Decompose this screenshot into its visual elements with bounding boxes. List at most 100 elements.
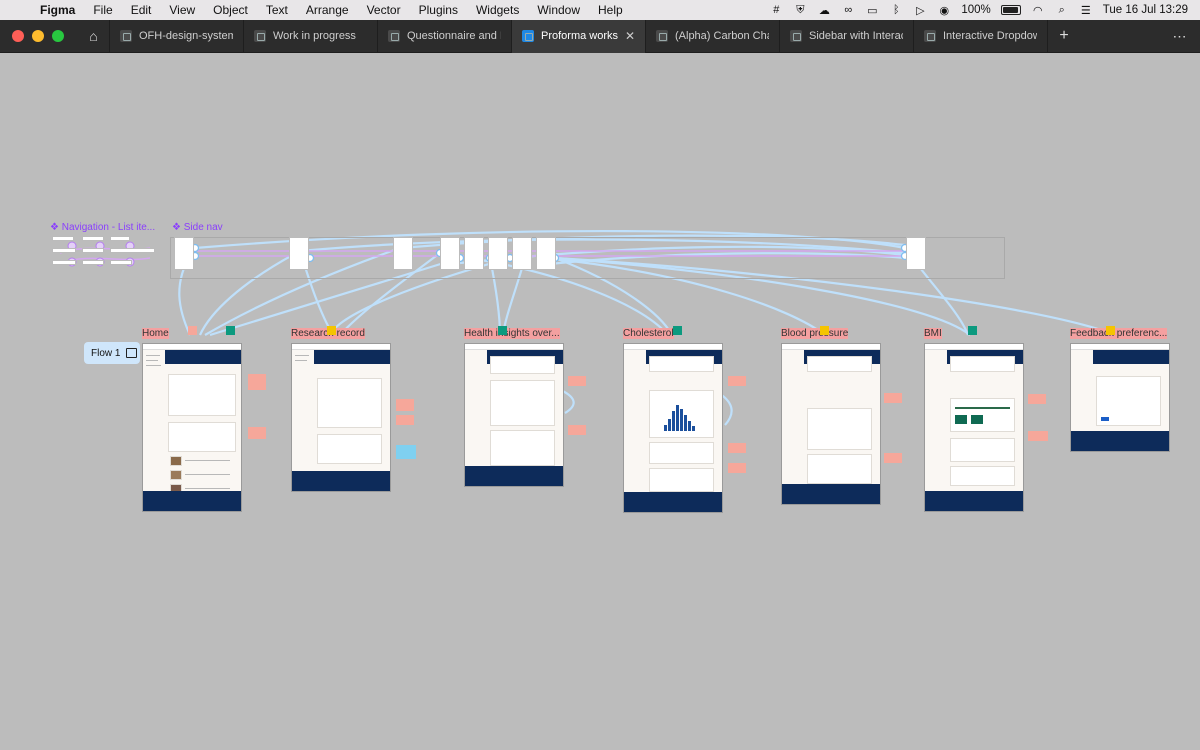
home-icon[interactable]: ⌂: [78, 19, 110, 53]
sticky-note[interactable]: [728, 463, 746, 473]
nav-list-item-component[interactable]: [82, 236, 104, 241]
flow-starting-point[interactable]: Flow 1: [84, 342, 140, 364]
status-marker[interactable]: [327, 326, 336, 335]
sticky-note[interactable]: [248, 427, 266, 439]
side-nav-variant[interactable]: [464, 237, 484, 270]
menu-window[interactable]: Window: [537, 3, 581, 17]
battery-icon[interactable]: [1000, 5, 1021, 15]
tab-interactive-dropdown[interactable]: Interactive Dropdow: [914, 19, 1048, 53]
more-options-icon[interactable]: ⋯: [1172, 27, 1188, 44]
sticky-note[interactable]: [884, 453, 902, 463]
nav-list-item-component[interactable]: [110, 248, 155, 253]
side-nav-variant[interactable]: [512, 237, 532, 270]
sticky-note[interactable]: [568, 425, 586, 435]
play-icon[interactable]: ▷: [916, 4, 925, 17]
frame-bmi[interactable]: [924, 343, 1024, 512]
frame-research-record[interactable]: [291, 343, 391, 492]
close-tab-icon[interactable]: ✕: [624, 29, 635, 43]
sticky-note[interactable]: [396, 415, 414, 425]
sticky-note[interactable]: [728, 443, 746, 453]
new-tab-plus-icon[interactable]: +: [1059, 27, 1069, 44]
close-window-button[interactable]: [12, 30, 24, 42]
status-marker[interactable]: [498, 326, 507, 335]
frame-label-bmi[interactable]: BMI: [924, 328, 942, 339]
comment-marker[interactable]: [188, 326, 197, 335]
component-label-side-nav[interactable]: ❖ Side nav: [172, 222, 223, 233]
status-marker[interactable]: [820, 326, 829, 335]
status-marker[interactable]: [226, 326, 235, 335]
play-flow-icon[interactable]: [126, 348, 138, 358]
sticky-note[interactable]: [568, 376, 586, 386]
frame-label-health-insights[interactable]: Health insights over...: [464, 328, 560, 339]
sticky-note[interactable]: [396, 445, 416, 459]
menu-vector[interactable]: Vector: [366, 3, 401, 17]
file-icon: [254, 30, 266, 42]
side-nav-variant[interactable]: [906, 237, 926, 270]
nav-list-item-component[interactable]: [52, 248, 76, 253]
link-icon[interactable]: ∞: [844, 4, 853, 16]
shield-icon[interactable]: ⛨: [796, 3, 805, 16]
side-nav-variant[interactable]: [440, 237, 460, 270]
nav-list-item-component[interactable]: [110, 236, 130, 241]
side-nav-variant[interactable]: [174, 237, 194, 270]
zoom-window-button[interactable]: [52, 30, 64, 42]
menu-edit[interactable]: Edit: [130, 3, 152, 17]
sticky-note[interactable]: [248, 374, 266, 390]
side-nav-variants-frame[interactable]: [170, 237, 1005, 279]
side-nav-variant[interactable]: [393, 237, 413, 270]
design-canvas[interactable]: ❖ Navigation - List ite... ❖ Side nav Fl…: [0, 53, 1200, 750]
status-marker[interactable]: [673, 326, 682, 335]
user-icon[interactable]: ◉: [939, 4, 950, 17]
wifi-icon[interactable]: ◠: [1032, 4, 1043, 17]
nav-list-item-component[interactable]: [52, 260, 76, 265]
menu-file[interactable]: File: [93, 3, 113, 17]
file-icon: [924, 30, 936, 42]
tab-proforma-workshop[interactable]: Proforma workshop✕: [512, 19, 646, 53]
nav-list-item-component[interactable]: [82, 260, 104, 265]
frame-health-insights-overview[interactable]: [464, 343, 564, 487]
control-center-icon[interactable]: ☰: [1080, 4, 1091, 17]
creative-cloud-icon[interactable]: ☁: [818, 4, 830, 17]
tab-ofh-design-system[interactable]: OFH-design-system: [110, 19, 244, 53]
tab-questionnaire[interactable]: Questionnaire and E: [378, 19, 512, 53]
frame-label-feedback-preferences[interactable]: Feedback preferenc...: [1070, 328, 1168, 339]
sticky-note[interactable]: [884, 393, 902, 403]
menu-app-figma[interactable]: Figma: [40, 3, 76, 17]
frame-label-cholesterol[interactable]: Cholesterol: [623, 328, 674, 339]
menu-plugins[interactable]: Plugins: [418, 3, 458, 17]
nav-list-item-component[interactable]: [52, 236, 74, 241]
component-label-navigation-list-item[interactable]: ❖ Navigation - List ite...: [50, 222, 156, 233]
sticky-note[interactable]: [1028, 431, 1048, 441]
minimize-window-button[interactable]: [32, 30, 44, 42]
tab-work-in-progress[interactable]: Work in progress: [244, 19, 378, 53]
menubar-clock[interactable]: Tue 16 Jul 13:29: [1102, 4, 1188, 16]
frame-home[interactable]: [142, 343, 242, 512]
sticky-note[interactable]: [396, 399, 414, 411]
figma-icon[interactable]: #: [773, 4, 780, 16]
sticky-note[interactable]: [728, 376, 746, 386]
search-icon[interactable]: ⌕: [1058, 3, 1065, 16]
tab-sidebar-interactions[interactable]: Sidebar with Interac: [780, 19, 914, 53]
status-marker[interactable]: [968, 326, 977, 335]
sticky-note[interactable]: [1028, 394, 1046, 404]
side-nav-variant[interactable]: [536, 237, 556, 270]
bluetooth-icon[interactable]: ᛒ: [893, 4, 900, 16]
tab-carbon-charts[interactable]: (Alpha) Carbon Cha: [646, 19, 780, 53]
status-marker[interactable]: [1106, 326, 1115, 335]
window-icon[interactable]: ▭: [867, 4, 878, 17]
frame-blood-pressure[interactable]: [781, 343, 881, 505]
menu-view[interactable]: View: [169, 3, 196, 17]
menu-widgets[interactable]: Widgets: [475, 3, 520, 17]
side-nav-variant[interactable]: [488, 237, 508, 270]
menu-text[interactable]: Text: [265, 3, 288, 17]
frame-cholesterol[interactable]: [623, 343, 723, 513]
frame-feedback-preferences[interactable]: [1070, 343, 1170, 452]
nav-list-item-component[interactable]: [82, 248, 104, 253]
menu-help[interactable]: Help: [598, 3, 623, 17]
menu-arrange[interactable]: Arrange: [305, 3, 349, 17]
nav-list-item-component[interactable]: [110, 260, 132, 265]
frame-label-home[interactable]: Home: [142, 328, 169, 339]
menu-object[interactable]: Object: [213, 3, 248, 17]
side-nav-variant[interactable]: [289, 237, 309, 270]
frame-label-blood-pressure[interactable]: Blood pressure: [781, 328, 849, 339]
